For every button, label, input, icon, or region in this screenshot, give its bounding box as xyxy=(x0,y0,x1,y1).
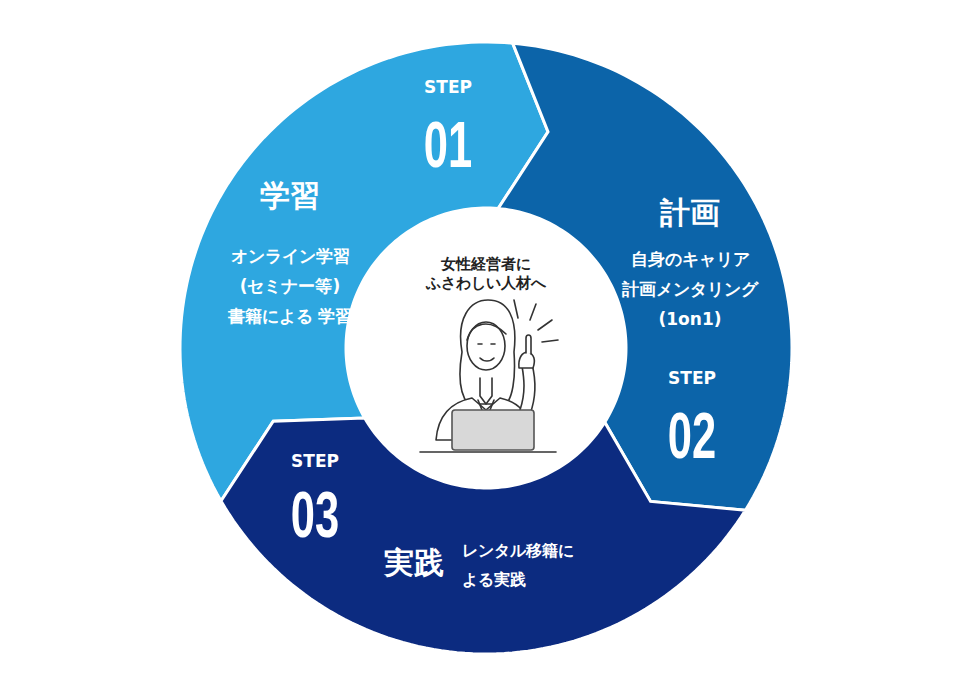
step-number: 02 xyxy=(668,404,716,468)
step-heading: 学習 xyxy=(260,177,320,215)
center-goal-text: 女性経営者に ふさわしい人材へ xyxy=(406,255,566,293)
step-body: オンライン学習 (セミナー等) 書籍による 学習 xyxy=(215,242,365,331)
step-body: 自身のキャリア 計画メンタリング (1on1) xyxy=(610,245,770,334)
segment-outline xyxy=(221,418,746,654)
step-number: 03 xyxy=(291,483,339,547)
step-label: STEP xyxy=(291,451,339,472)
step-body: レンタル移籍に よる実践 xyxy=(462,537,622,595)
segment-outline xyxy=(180,42,548,501)
step-label: STEP xyxy=(668,368,716,389)
segment-outline xyxy=(498,43,792,510)
step-number: 01 xyxy=(424,113,472,177)
step-heading: 実践 xyxy=(384,544,444,582)
circle-outline xyxy=(347,209,625,487)
step-label: STEP xyxy=(424,77,472,98)
step-heading: 計画 xyxy=(660,194,720,232)
